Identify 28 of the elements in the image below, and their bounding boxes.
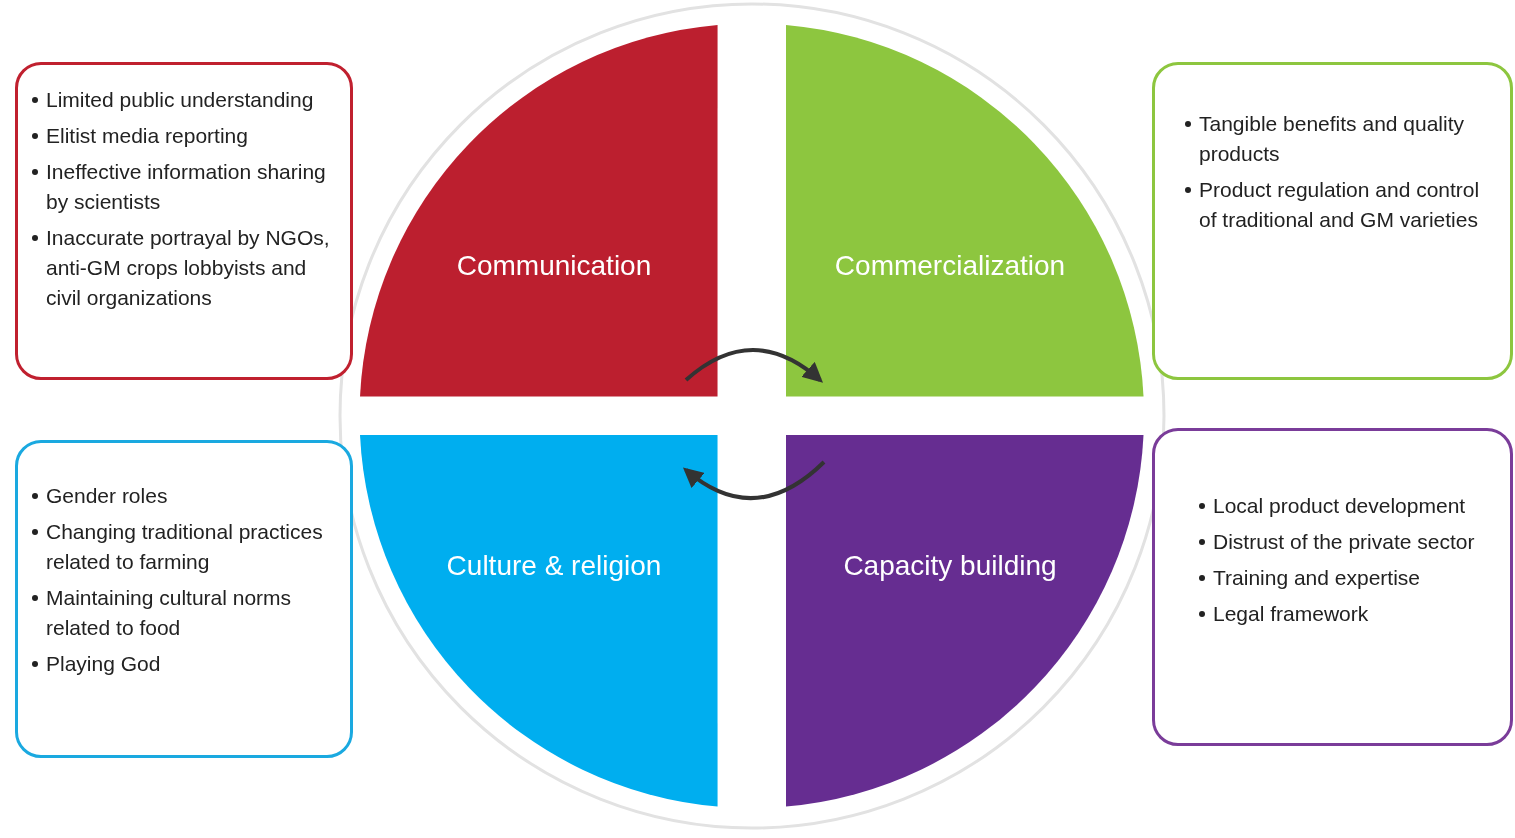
text-card xyxy=(15,62,353,380)
bullet-text: Gender roles xyxy=(46,483,168,509)
bullet-text: Product regulation and control of traditional and GM varieties xyxy=(1199,177,1481,233)
quadrant-label: Capacity building xyxy=(843,550,1057,582)
text-card xyxy=(15,440,353,758)
quadrant-segment xyxy=(360,435,718,807)
quadrant-label: Culture & religion xyxy=(446,550,662,582)
bullet-text: Maintaining cultural norms related to food xyxy=(46,585,293,641)
bullet-text: Playing God xyxy=(46,651,161,677)
bullet-text: Local product development xyxy=(1213,493,1466,519)
bullet-text: Changing traditional practices related to farming xyxy=(46,519,324,575)
quadrant-segment xyxy=(786,435,1144,807)
bullet-text: Legal framework xyxy=(1213,601,1369,627)
bullet-text: Training and expertise xyxy=(1213,565,1420,591)
bullet-text: Ineffective information sharing by scientists xyxy=(46,159,327,215)
quadrant-segment xyxy=(360,25,718,397)
text-card xyxy=(1152,428,1513,746)
bullet-text: Distrust of the private sector xyxy=(1213,529,1475,555)
bullet-text: Tangible benefits and quality products xyxy=(1199,111,1466,167)
bullet-text: Limited public understanding xyxy=(46,87,314,113)
quadrant-label: Commercialization xyxy=(834,250,1066,282)
bullet-text: Elitist media reporting xyxy=(46,123,248,149)
quadrant-segment xyxy=(786,25,1144,397)
bullet-text: Inaccurate portrayal by NGOs, anti-GM crops lobbyists and civil organizations xyxy=(46,225,331,311)
text-card xyxy=(1152,62,1513,380)
curved-arrow xyxy=(682,460,826,500)
quadrant-label: Communication xyxy=(456,250,652,282)
curved-arrow xyxy=(684,348,824,383)
